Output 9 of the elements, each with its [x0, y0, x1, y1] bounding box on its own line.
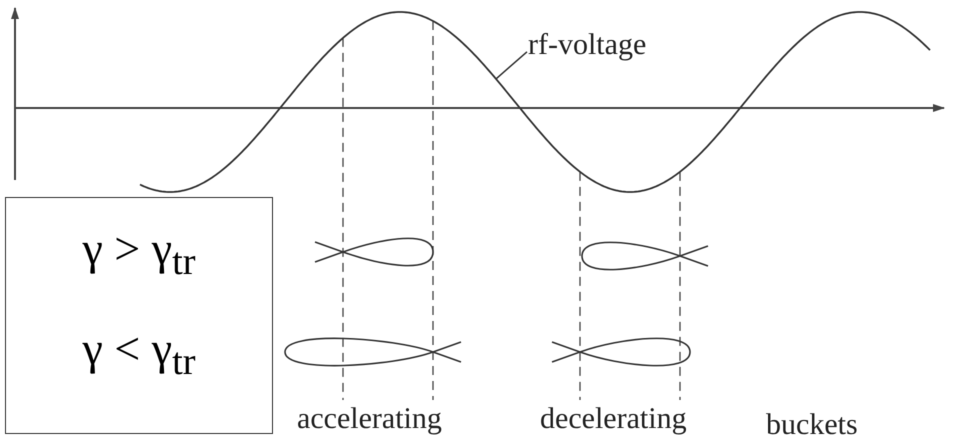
legend-box: [5, 197, 273, 434]
curve-label: rf-voltage: [528, 28, 646, 62]
bucket-label: buckets: [766, 408, 858, 442]
leader-line: [496, 51, 528, 80]
rf-voltage-curve: [140, 11, 931, 193]
bucket-label: decelerating: [540, 402, 687, 436]
formula-text: γ < γ$_{tr}$: [81, 322, 197, 384]
formula-text: γ > γ$_{tr}$: [81, 222, 197, 284]
bucket-label: accelerating: [297, 402, 442, 436]
